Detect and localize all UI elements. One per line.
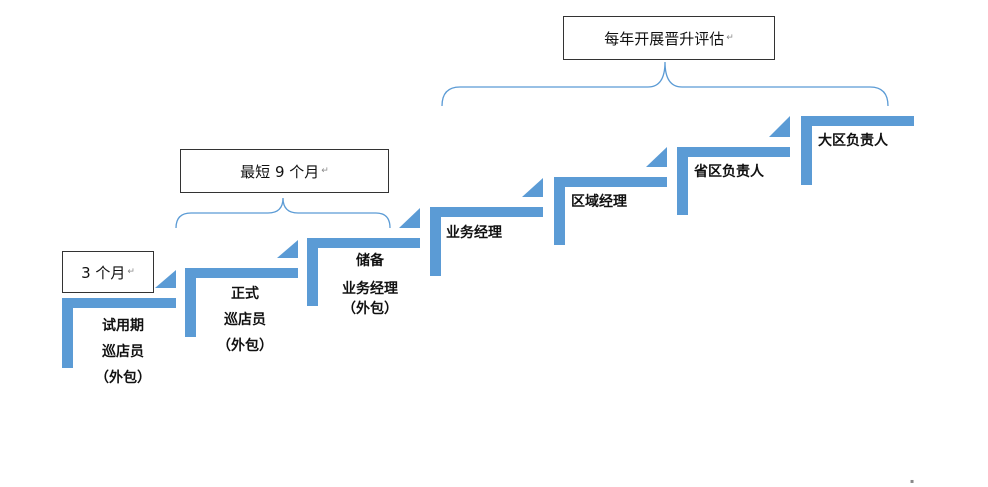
step-1-shape xyxy=(62,298,176,368)
return-mark-icon: ↵ xyxy=(321,166,329,176)
step-1-label: 试用期 巡店员 （外包） xyxy=(88,313,158,391)
step-3 xyxy=(307,208,420,306)
step-2-line-2: 巡店员 xyxy=(224,312,266,328)
step-1-line-2: 巡店员 xyxy=(102,344,144,360)
step-4-shape xyxy=(430,207,543,276)
step-2-shape xyxy=(185,268,298,337)
step-5-shape xyxy=(554,177,667,245)
step-7-shape xyxy=(801,116,914,185)
step-7-label: 大区负责人 xyxy=(818,128,908,154)
step-6-line-1: 省区负责人 xyxy=(694,164,764,180)
return-mark-icon: ↵ xyxy=(726,33,734,43)
step-6-label: 省区负责人 xyxy=(694,159,784,185)
step-5-line-1: 区域经理 xyxy=(571,194,627,210)
step-3-line-2: 业务经理 xyxy=(342,281,398,297)
note-three-months: 3 个月 ↵ xyxy=(62,251,154,293)
step-4-line-1: 业务经理 xyxy=(446,225,502,241)
note-min-nine-months: 最短 9 个月 ↵ xyxy=(180,149,389,193)
step-2-line-1: 正式 xyxy=(231,286,259,302)
step-2-line-3: （外包） xyxy=(217,338,273,354)
step-1 xyxy=(62,270,176,368)
note-min-nine-months-text: 最短 9 个月 xyxy=(240,162,320,181)
step-1-line-1: 试用期 xyxy=(102,318,144,334)
step-3-line-1: 储备 xyxy=(356,253,384,269)
bracket-annual-review xyxy=(441,61,889,107)
step-4 xyxy=(430,178,543,276)
step-5-label: 区域经理 xyxy=(571,189,641,215)
note-annual-review: 每年开展晋升评估 ↵ xyxy=(563,16,775,60)
step-5 xyxy=(554,147,667,245)
step-6-shape xyxy=(677,147,790,215)
note-annual-review-text: 每年开展晋升评估 xyxy=(604,29,725,48)
step-1-line-3: （外包） xyxy=(95,370,151,386)
step-3-shape xyxy=(307,238,420,306)
note-three-months-text: 3 个月 xyxy=(81,263,126,282)
step-2-label: 正式 巡店员 （外包） xyxy=(210,281,280,359)
step-6 xyxy=(677,116,790,215)
step-3-line-3: （外包） xyxy=(342,301,398,317)
step-6-cap xyxy=(769,116,790,137)
return-mark-icon: ↵ xyxy=(127,267,135,277)
paragraph-mark-icon: ▪ xyxy=(910,478,915,485)
step-5-cap xyxy=(646,147,667,167)
step-2-cap xyxy=(277,240,298,258)
bracket-min-nine-months xyxy=(175,197,391,229)
step-4-cap xyxy=(522,178,543,197)
step-3-label: 储备 业务经理 （外包） xyxy=(328,250,412,318)
step-3-cap xyxy=(399,208,420,228)
step-7-line-1: 大区负责人 xyxy=(818,133,888,149)
step-4-label: 业务经理 xyxy=(446,220,516,246)
step-7 xyxy=(801,116,914,185)
step-1-cap xyxy=(155,270,176,288)
step-2 xyxy=(185,240,298,337)
